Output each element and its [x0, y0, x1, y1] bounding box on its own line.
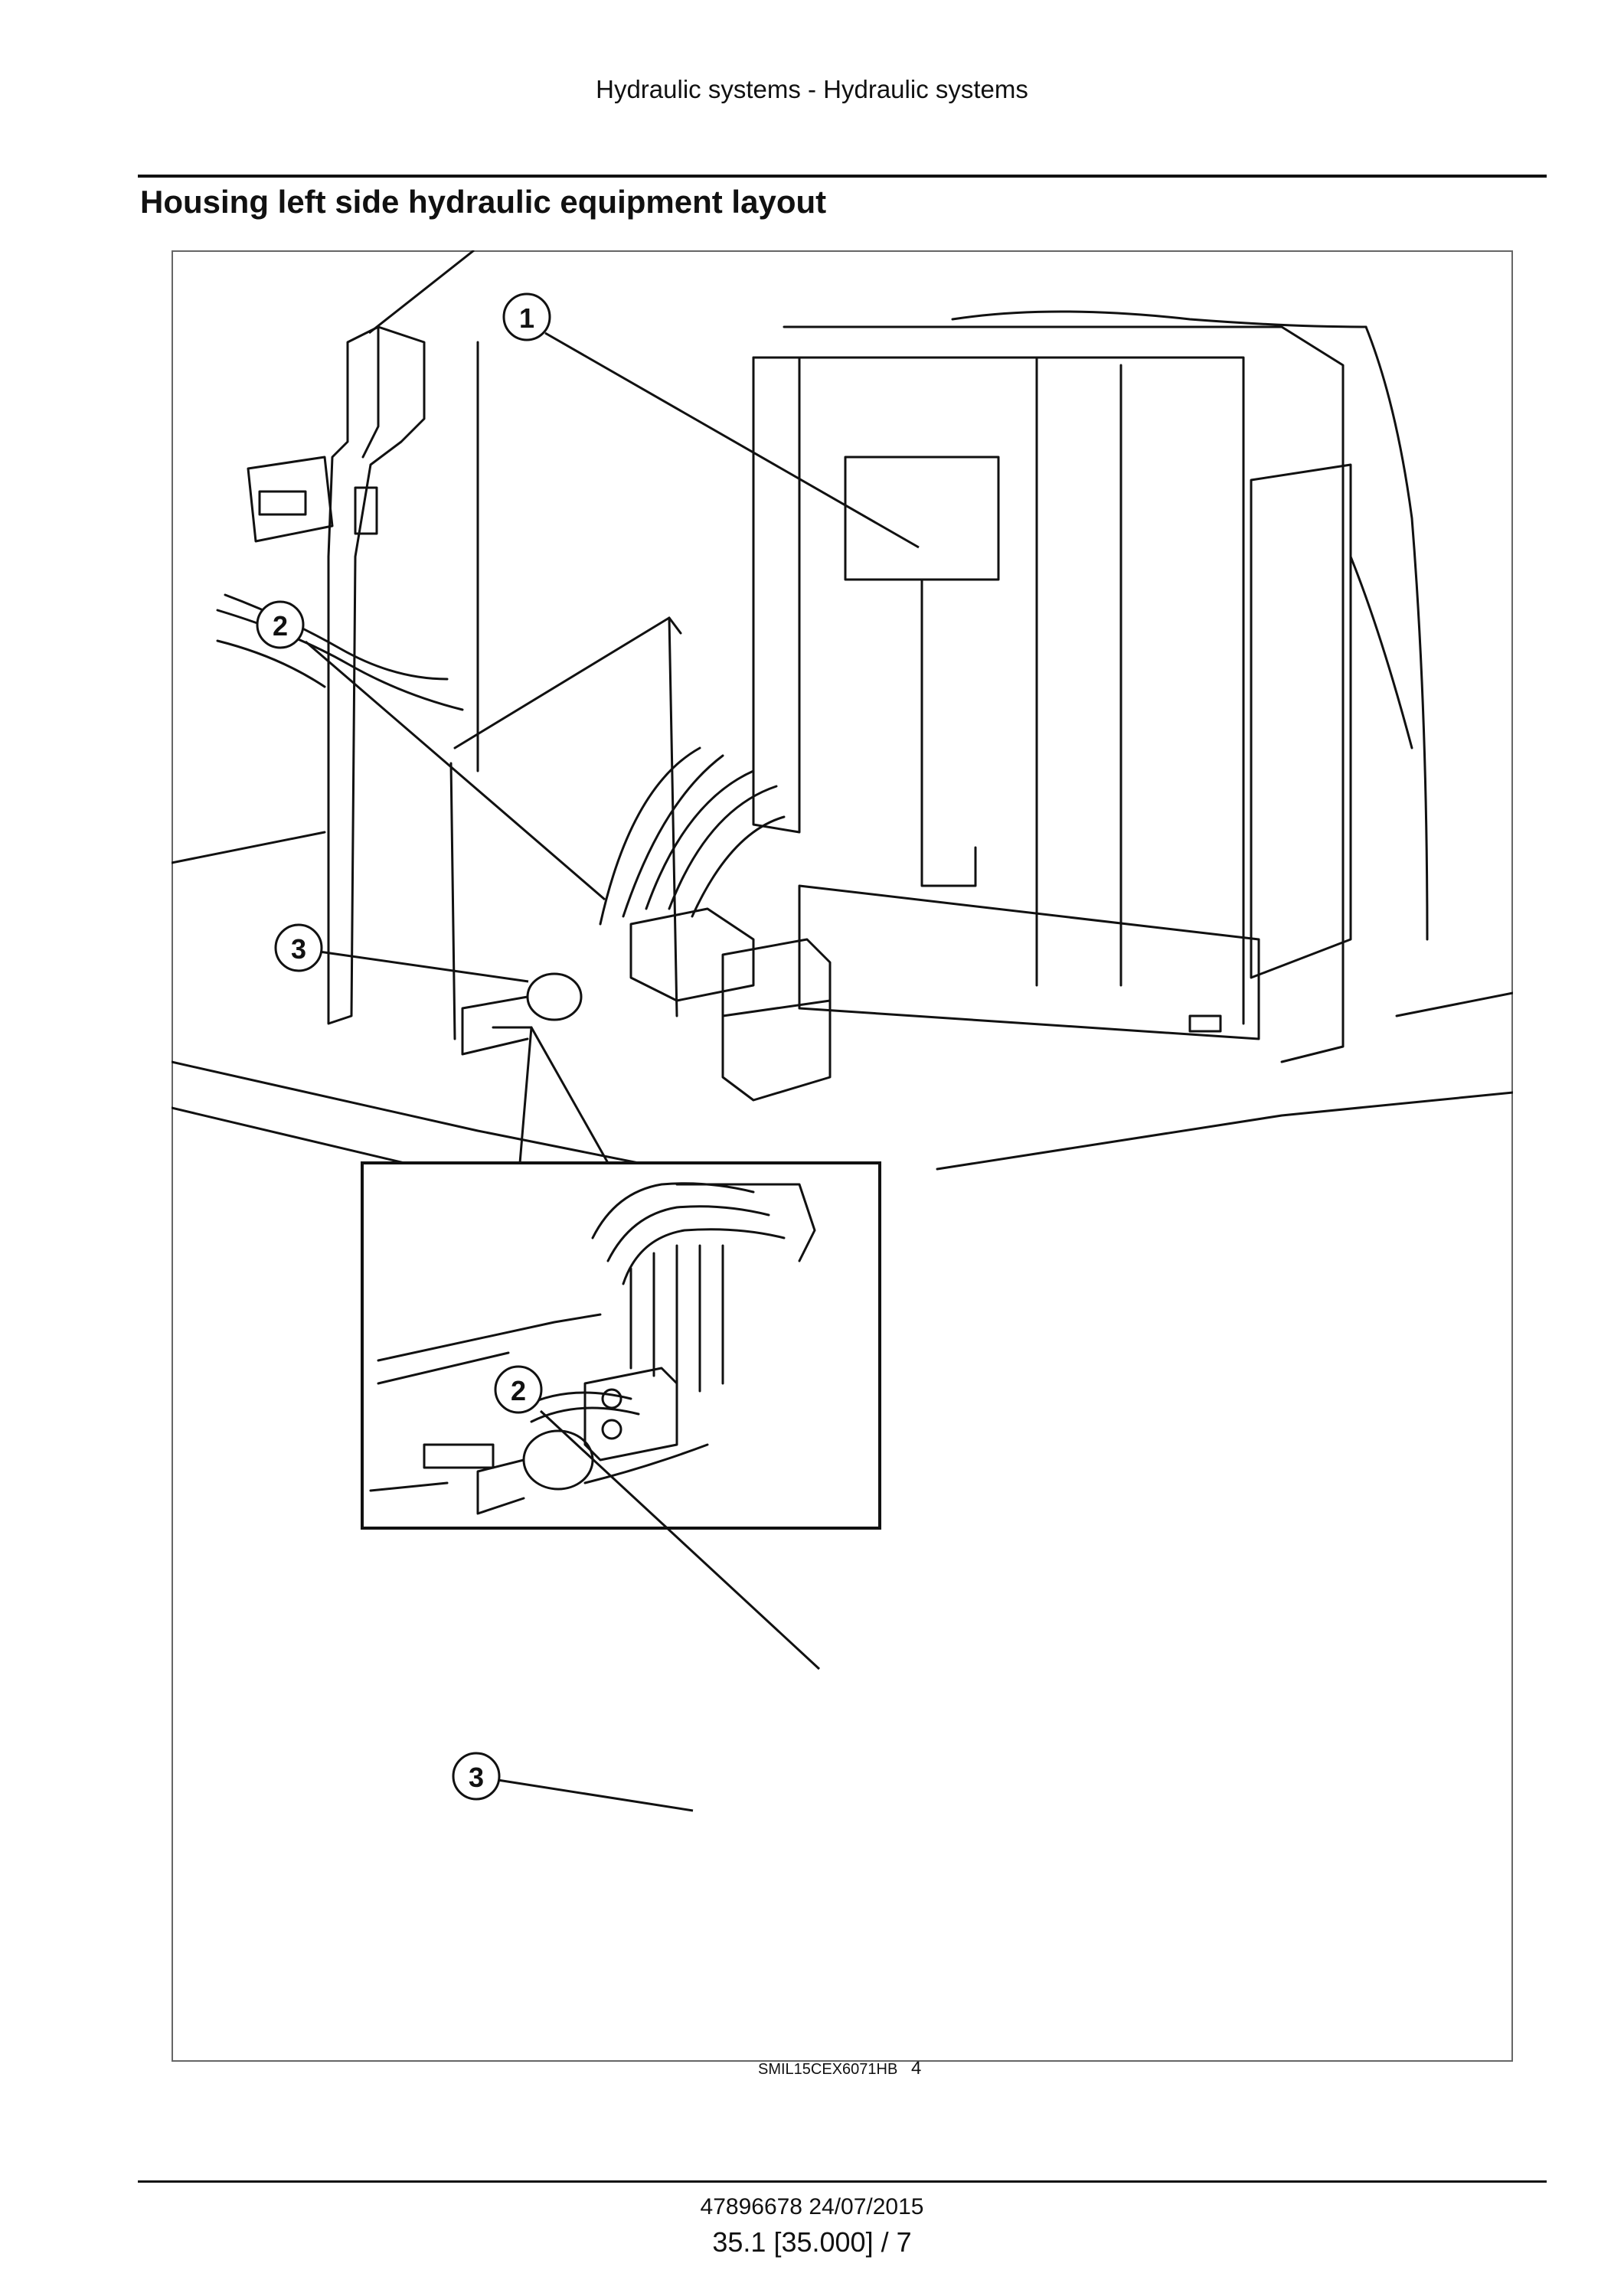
pump-main	[461, 972, 583, 1056]
figure-frame	[172, 250, 1513, 2062]
footer-page-ref: 35.1 [35.000] / 7	[712, 2226, 912, 2258]
svg-text:3: 3	[469, 1762, 484, 1793]
svg-text:1: 1	[519, 302, 534, 334]
connector-box	[247, 456, 378, 543]
callout-3-badge: 3	[274, 923, 323, 972]
svg-text:2: 2	[273, 610, 288, 642]
control-valve-main	[599, 746, 786, 1002]
center-panel	[449, 341, 682, 1040]
hydraulic-cooler	[752, 325, 1352, 1063]
header-rule	[138, 175, 1547, 178]
detail-callout-3-badge: 3	[452, 1752, 501, 1801]
footer-rule	[138, 2180, 1547, 2183]
svg-text:2: 2	[511, 1375, 526, 1406]
zoom-line-right	[530, 1026, 609, 1164]
figure-number: 4	[911, 2058, 922, 2079]
page-title: Housing left side hydraulic equipment la…	[140, 184, 827, 220]
hydraulic-layout-illustration: 1 2 3 2	[172, 250, 1513, 1530]
svg-text:3: 3	[291, 933, 306, 965]
running-header: Hydraulic systems - Hydraulic systems	[596, 75, 1028, 103]
detail-inset	[361, 1161, 881, 1530]
callout-2-badge: 2	[256, 600, 305, 649]
figure-image-id: SMIL15CEX6071HB	[758, 2061, 898, 2078]
detail-callout-2-badge: 2	[494, 1365, 543, 1414]
left-frame-post	[327, 325, 426, 1025]
footer-doc-code: 47896678 24/07/2015	[700, 2194, 924, 2219]
callout-1-badge: 1	[502, 292, 551, 341]
hydraulic-tank	[721, 938, 832, 1102]
